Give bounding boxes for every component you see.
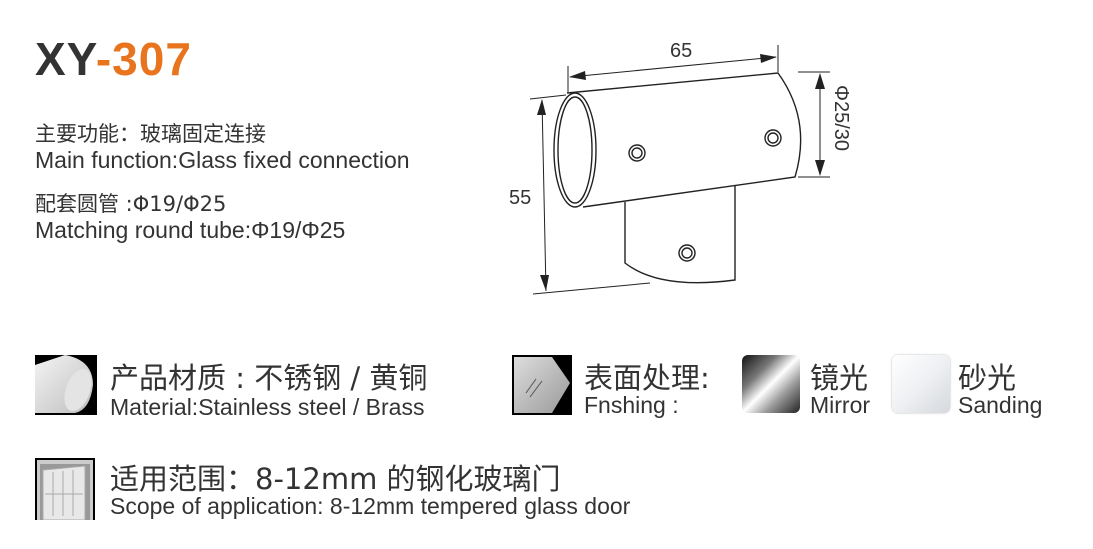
bolt-icon [678,244,696,262]
cylinder-icon [35,355,97,415]
material-en: Material:Stainless steel / Brass [110,394,425,420]
length-label: 65 [670,40,692,62]
mirror-swatch [742,355,800,413]
door-icon [35,458,95,520]
mirror-en: Mirror [810,392,871,418]
application-en: Scope of application: 8-12mm tempered gl… [110,493,631,519]
sanding-cn: 砂光 [958,361,1017,395]
height-label: 55 [509,187,531,209]
technical-drawing: 65 55 Φ25/30 [509,40,852,295]
function-cn: 主要功能：玻璃固定连接 [35,122,266,146]
finishing-en: Fnshing : [584,392,679,418]
tube-body [566,72,802,208]
finishing-cn: 表面处理: [584,361,710,395]
bolt-icon [628,144,646,162]
bolt-icon [764,129,782,147]
tube-opening [553,92,597,208]
tube-en: Matching round tube:Φ19/Φ25 [35,217,346,243]
diameter-label: Φ25/30 [830,85,852,151]
material-cn: 产品材质 : 不锈钢 / 黄铜 [110,361,428,395]
model-title: XY-307 [35,32,192,86]
model-number: -307 [95,33,192,85]
mirror-cn: 镜光 [810,361,869,395]
tube-stem [624,186,736,284]
function-en: Main function:Glass fixed connection [35,147,410,173]
glass-panel-icon [512,355,572,415]
sanding-en: Sanding [958,392,1043,418]
tube-cn: 配套圆管 :Φ19/Φ25 [35,192,227,216]
application-cn: 适用范围：8-12mm 的钢化玻璃门 [110,462,561,496]
sanding-swatch [892,355,950,413]
model-prefix: XY [35,33,96,85]
